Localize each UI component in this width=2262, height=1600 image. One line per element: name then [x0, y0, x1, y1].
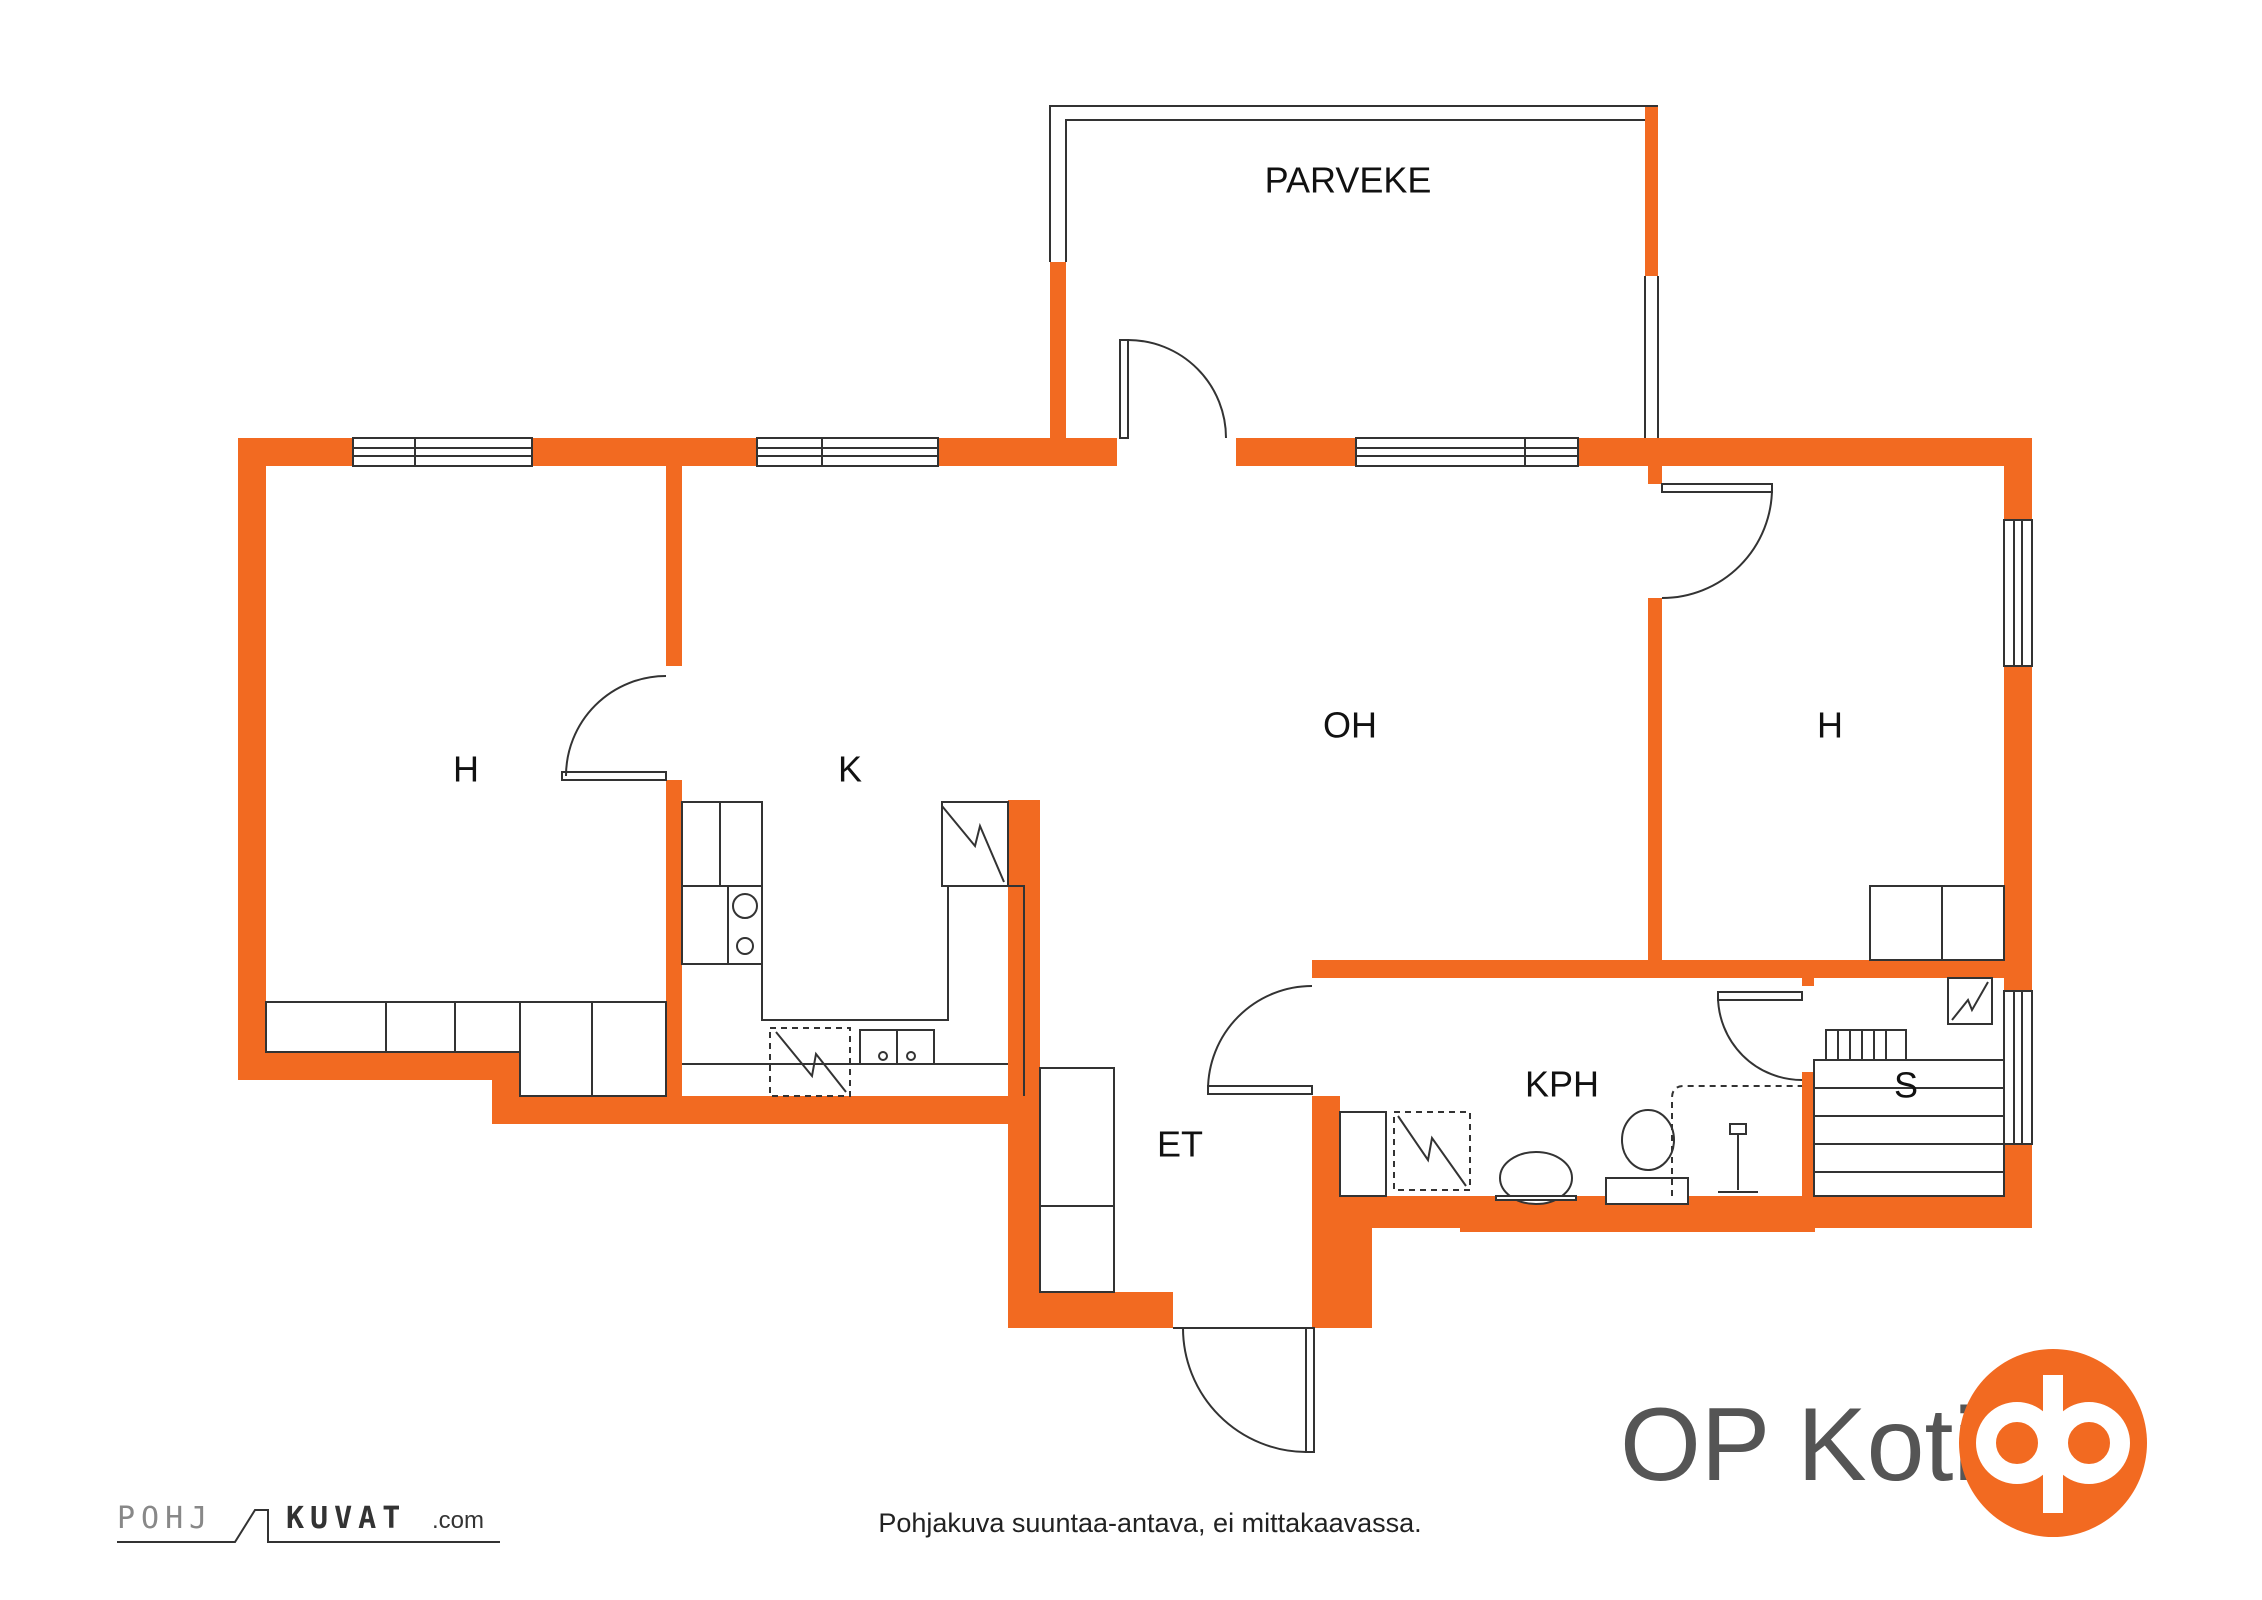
- window-top-left: [352, 437, 533, 467]
- room-label-bedroom-right: H: [1817, 705, 1843, 746]
- balcony-door: [1119, 339, 1227, 439]
- wardrobes-left-bedroom: [265, 1001, 667, 1097]
- entrance-door: [1173, 1327, 1315, 1453]
- brand-name: OP Koti: [1620, 1387, 1976, 1503]
- room-label-sauna: S: [1894, 1065, 1918, 1106]
- room-label-hall: ET: [1157, 1124, 1203, 1165]
- op-logo-icon: [1959, 1349, 2147, 1537]
- room-label-bathroom: KPH: [1525, 1064, 1599, 1105]
- window-right-sauna: [2003, 990, 2033, 1145]
- bedroom-right-door: [1661, 483, 1773, 599]
- kitchen-cabinets: [681, 801, 1025, 1097]
- room-label-living: OH: [1323, 705, 1377, 746]
- window-top-kitchen: [756, 437, 939, 467]
- balcony-railing: [1049, 105, 1659, 438]
- room-labels: PARVEKE H K OH H ET KPH S: [453, 160, 1918, 1165]
- sauna-benches: [1813, 977, 2005, 1197]
- room-label-bedroom-left: H: [453, 749, 479, 790]
- disclaimer: Pohjakuva suuntaa-antava, ei mittakaavas…: [878, 1508, 1421, 1538]
- windows: [352, 437, 2033, 1145]
- watermark-text-right: KUVAT: [286, 1501, 406, 1536]
- bedroom-left-door: [561, 675, 667, 781]
- walls: [238, 106, 2032, 1328]
- room-label-kitchen: K: [838, 749, 862, 790]
- window-right-bedroom: [2003, 519, 2033, 667]
- hall-wardrobe: [1039, 1067, 1115, 1293]
- pohjakuvat-watermark: POHJ KUVAT .com: [117, 1501, 500, 1543]
- window-top-living: [1355, 437, 1579, 467]
- watermark-text-left: POHJ: [117, 1501, 213, 1536]
- sauna-door: [1717, 991, 1803, 1081]
- bathroom-door: [1207, 985, 1313, 1095]
- bathroom-fixtures: [1339, 1085, 1802, 1205]
- doors: [561, 339, 1803, 1453]
- wardrobe-right-bedroom: [1869, 885, 2005, 961]
- watermark-domain: .com: [432, 1507, 484, 1534]
- room-label-parveke: PARVEKE: [1265, 160, 1432, 201]
